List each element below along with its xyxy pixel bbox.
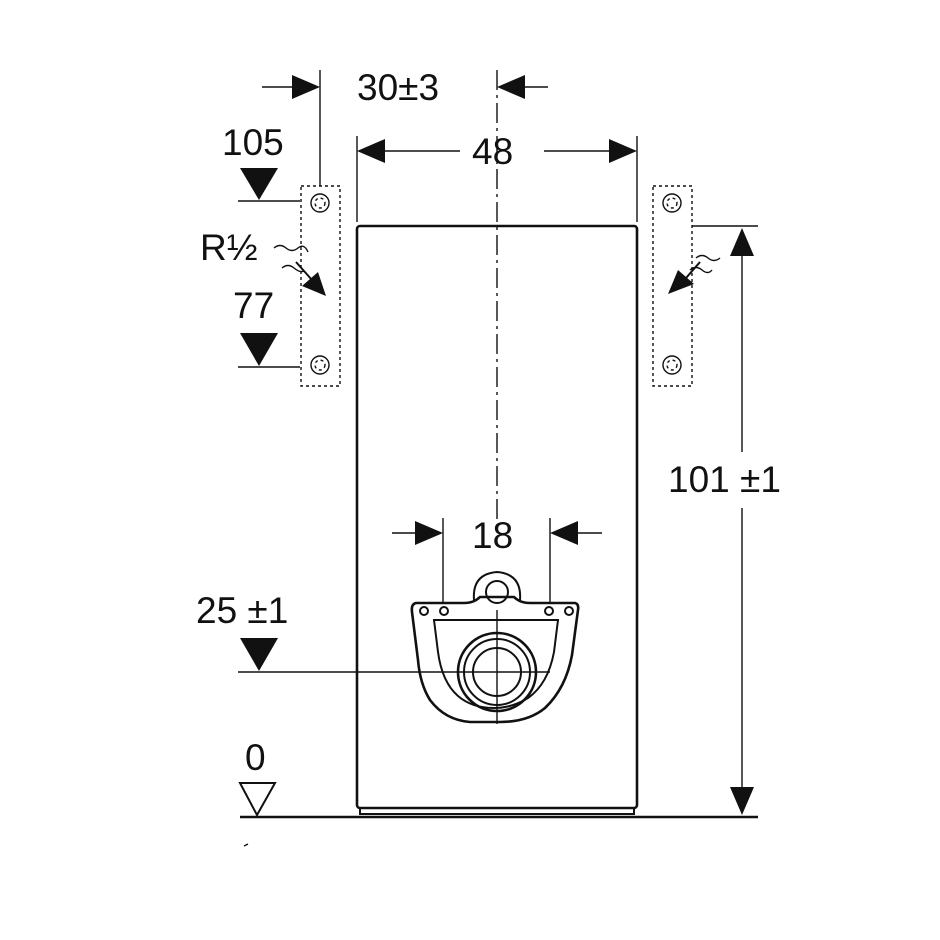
floor-level-triangle	[238, 782, 277, 818]
width-arrow-right	[609, 139, 637, 163]
water-inlet-arrow-shaft	[295, 261, 313, 281]
fixing-arrow-left	[415, 521, 443, 545]
wc-bowl-outline	[410, 595, 580, 724]
thread-size-label: R½	[200, 227, 258, 268]
outlet-height-triangle	[240, 638, 278, 671]
height-dimension-label: 101 ±1	[668, 459, 781, 500]
offset-arrow-right	[497, 75, 525, 99]
fixing-spacing-label: 18	[472, 515, 513, 556]
rail-bottom-level-triangle	[240, 333, 278, 366]
rail-top-level-triangle	[240, 168, 278, 200]
width-dimension-label: 48	[472, 131, 513, 172]
waste-outlet	[448, 610, 550, 724]
floor-level-label: 0	[245, 737, 266, 778]
offset-dimension-label: 30±3	[357, 67, 439, 108]
water-inlet-wave-right-upper	[695, 254, 721, 262]
water-inlet-arrow-shaft-right	[685, 261, 701, 279]
outlet-height-label: 25 ±1	[196, 590, 288, 631]
offset-arrow-left	[292, 75, 320, 99]
flush-pipe-connection	[472, 570, 522, 604]
right-mounting-rail	[652, 185, 693, 387]
height-arrow-top	[730, 228, 754, 256]
width-arrow-left	[357, 139, 385, 163]
water-inlet-wave-lower	[281, 264, 305, 273]
rail-bottom-level-label: 77	[233, 285, 274, 326]
module-feet	[359, 807, 635, 815]
water-inlet-wave-upper	[273, 244, 309, 253]
floor-mark	[243, 843, 249, 847]
water-inlet-arrow-head-left	[302, 272, 326, 296]
fixing-arrow-right	[550, 521, 578, 545]
water-inlet-arrow-head-right	[668, 270, 694, 294]
height-arrow-bottom	[730, 787, 754, 815]
rail-top-level-label: 105	[222, 122, 284, 163]
